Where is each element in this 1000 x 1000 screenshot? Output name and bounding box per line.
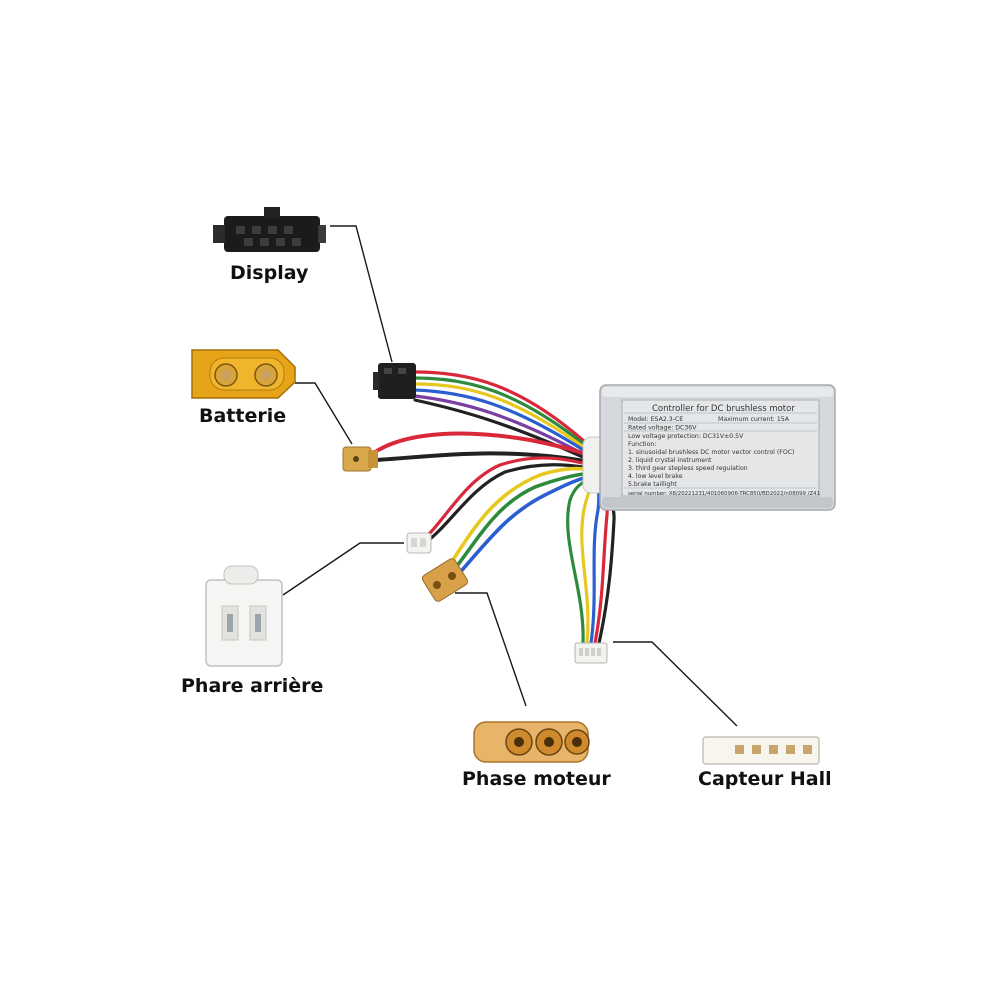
label-phare-arriere: Phare arrière [181,675,324,697]
label-capteur-hall: Capteur Hall [698,768,832,790]
display-connector [213,207,326,252]
wire-phase-yellow [443,466,594,574]
display-plug [373,363,416,399]
controller-low-voltage: Low voltage protection: DC31V±0.5V [628,433,744,440]
wire-display-1 [413,370,587,444]
controller-function-5: 5.brake taillight [628,481,677,488]
battery-plug [342,446,378,472]
label-batterie: Batterie [199,405,287,427]
controller-current: Maximum current: 15A [718,416,790,423]
battery-connector [191,349,296,399]
leader-batterie [295,382,353,445]
leader-display [330,225,393,363]
controller-function-header: Function: [628,441,656,448]
leader-hall [613,641,738,727]
controller-model: Model: ESA2.3-CE [628,416,683,423]
wire-tail-black [423,463,592,545]
wire-display-2 [413,376,587,447]
hall-plug [574,642,608,664]
wire-tail-red [423,456,592,540]
label-phase-moteur: Phase moteur [462,768,611,790]
phase-connector [473,721,590,763]
wire-phase-green [448,471,594,577]
wire-phase-blue [453,474,594,580]
controller-bottom-rail [602,497,833,508]
controller-top-rail [602,387,833,397]
wire-hall-1 [566,476,596,645]
wire-display-5 [413,394,587,457]
wire-battery-black [373,451,592,464]
controller-function-3: 3. third gear stepless speed regulation [628,465,748,472]
controller-serial: serial number: X8/20221231/401060906-TRC… [628,491,820,497]
leader-lines [282,225,738,727]
wire-display-4 [413,388,587,453]
hall-connector [702,736,820,765]
tail-light-plug [406,532,432,554]
controller-title: Controller for DC brushless motor [652,404,795,414]
leader-phare [282,542,404,596]
controller-function-1: 1. sinusoidal brushless DC motor vector … [628,449,794,456]
wire-battery-red [373,431,590,457]
wire-display-3 [413,382,587,450]
controller-voltage: Rated voltage: DC36V [628,425,697,432]
wires [373,370,616,645]
controller-function-2: 2. liquid crystal instrument [628,457,712,464]
phase-plug [421,558,469,602]
controller-label-plate [621,399,820,497]
tail-light-connector [205,565,283,667]
label-display: Display [230,262,309,284]
controller-function-4: 4. low level brake [628,473,683,480]
controller-box: Controller for DC brushless motor Model:… [599,384,836,511]
leader-phase [455,592,527,707]
